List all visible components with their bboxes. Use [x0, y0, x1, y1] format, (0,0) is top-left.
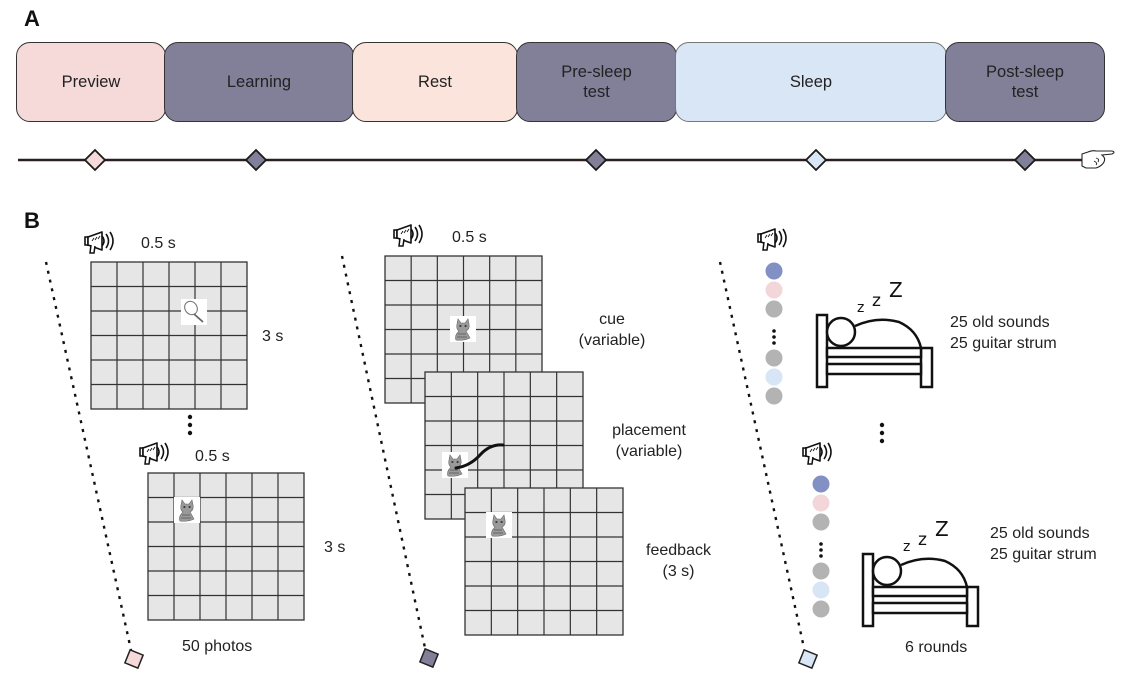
photos-count-label: 50 photos: [182, 638, 253, 655]
dotted-connector-preview: [44, 261, 133, 651]
sound-duration-label: 0.5 s: [195, 448, 230, 465]
timeline-marker-learning: [244, 148, 268, 172]
phase-preview: Preview: [16, 42, 166, 122]
old-sounds-count: 25 old sounds: [950, 314, 1050, 331]
phase-label: Pre-sleep test: [561, 63, 632, 101]
sleep-z-icon: z: [857, 300, 864, 316]
sound-icon: [84, 231, 114, 254]
sound-icon: [757, 228, 787, 251]
cue-label: cue (variable): [578, 311, 646, 349]
timeline-marker-sleep: [804, 148, 828, 172]
dotted-connector-sleep: [718, 261, 806, 649]
sound-dot: [812, 562, 830, 580]
sound-dot: [812, 513, 830, 531]
ellipsis-dot: [772, 335, 776, 339]
timeline-marker-pre-sleep-test: [584, 148, 608, 172]
cat-image-preview: [173, 496, 201, 524]
phase-label: Learning: [226, 73, 292, 91]
phase-pre-sleep-test: Pre-sleep test: [516, 42, 677, 122]
grid-feedback: [464, 487, 624, 636]
ellipsis-dot: [772, 329, 776, 333]
sleep-z-icon: z: [918, 530, 927, 550]
pointing-hand-icon: [1081, 150, 1115, 169]
sound-dot: [812, 494, 830, 512]
grid-preview-2: [147, 472, 305, 621]
sound-dot: [765, 387, 783, 405]
ellipsis-preview: [187, 414, 193, 436]
sound-dot: [812, 581, 830, 599]
timeline-marker-preview: [83, 148, 107, 172]
sound-duration-label: 0.5 s: [452, 229, 487, 246]
sleep-z-icon: z: [903, 539, 910, 555]
sound-icon: [139, 442, 169, 465]
sound-dot: [765, 368, 783, 386]
cat-image-feedback: [485, 511, 513, 539]
panel-label-a: A: [24, 6, 40, 31]
guitar-strum-count: 25 guitar strum: [950, 335, 1057, 352]
rounds-count-label: 6 rounds: [905, 639, 968, 656]
marker-preview-bottom: [123, 648, 145, 670]
phase-sleep: Sleep: [675, 42, 947, 122]
ellipsis-sleep: [879, 422, 885, 444]
ellipsis-dot: [772, 341, 776, 345]
marker-learning-bottom: [418, 647, 440, 669]
phase-rest: Rest: [352, 42, 518, 122]
sound-dot: [765, 281, 783, 299]
sound-dot: [765, 262, 783, 280]
cat-image-cue: [449, 315, 477, 343]
phase-label: Post-sleep test: [986, 63, 1064, 101]
ellipsis-dot: [819, 548, 823, 552]
old-sounds-count: 25 old sounds: [990, 525, 1090, 542]
sound-dot: [812, 475, 830, 493]
sound-dot: [765, 349, 783, 367]
sound-duration-label: 0.5 s: [141, 235, 176, 252]
tennis-racket-image: [180, 297, 208, 326]
feedback-label: feedback (3 s): [646, 542, 711, 580]
sleep-z-icon: z: [872, 291, 881, 311]
sleep-z-icon: Z: [935, 517, 949, 541]
drag-path: [454, 443, 505, 470]
ellipsis-dot: [819, 554, 823, 558]
phase-label: Preview: [61, 73, 121, 91]
display-duration-label: 3 s: [324, 539, 346, 556]
display-duration-label: 3 s: [262, 328, 284, 345]
sleep-round-label: 25 old sounds 25 guitar strum: [990, 523, 1097, 565]
sound-icon: [802, 442, 832, 465]
marker-sleep-bottom: [797, 648, 819, 670]
dotted-connector-learning: [340, 255, 427, 649]
phase-label: Rest: [418, 73, 452, 91]
sound-icon: [393, 224, 423, 247]
sound-dot: [812, 600, 830, 618]
sleep-z-icon: Z: [889, 278, 903, 302]
grid-preview-1: [90, 261, 248, 410]
timeline-marker-post-sleep-test: [1013, 148, 1037, 172]
phase-post-sleep-test: Post-sleep test: [945, 42, 1105, 122]
panel-label-b: B: [24, 208, 40, 233]
phase-label: Sleep: [789, 73, 833, 91]
placement-label: placement (variable): [612, 422, 686, 460]
ellipsis-dot: [819, 542, 823, 546]
phase-learning: Learning: [164, 42, 354, 122]
sleep-round-label: 25 old sounds 25 guitar strum: [950, 312, 1057, 354]
sound-dot: [765, 300, 783, 318]
guitar-strum-count: 25 guitar strum: [990, 546, 1097, 563]
